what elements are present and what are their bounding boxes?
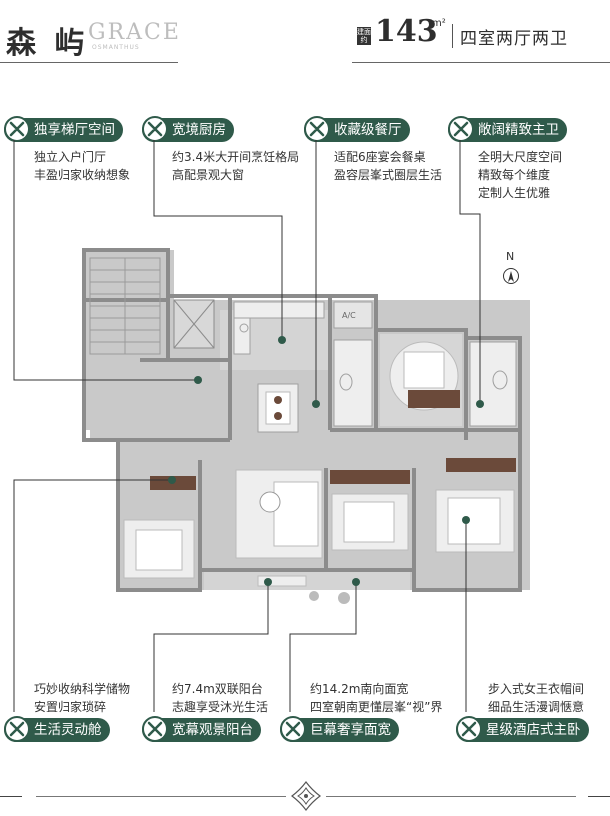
leaf-icon: [142, 116, 168, 142]
ac-unit: A/C: [333, 301, 373, 329]
bathroom-2: [333, 339, 373, 427]
header: 森 屿 GRACE OSMANTHUS 建面约 143 m² 四室两厅两卫: [0, 0, 610, 64]
feature-desc: 约7.4m双联阳台 志趣享受沐光生活: [172, 682, 269, 714]
feature-pill: 收藏级餐厅: [304, 116, 410, 142]
header-divider-left: [0, 62, 178, 63]
layout-type: 四室两厅两卫: [460, 29, 568, 49]
footer-divider: [326, 796, 576, 797]
feature-desc: 全明大尺度空间 精致每个维度 定制人生优雅: [478, 150, 563, 200]
svg-text:A/C: A/C: [342, 311, 356, 320]
bedroom-study: [380, 334, 462, 426]
leaf-icon: [448, 116, 474, 142]
leaf-icon: [142, 716, 168, 742]
area-separator: [452, 24, 453, 48]
staircase: [89, 257, 161, 355]
living-room-furniture: [235, 469, 323, 559]
feature-pill: 宽幕观景阳台: [142, 716, 261, 742]
elevator: [173, 299, 215, 349]
kitchen-counter: [233, 301, 325, 355]
footer-divider: [0, 796, 22, 797]
feature-desc: 独立入户门厅 丰盈归家收纳想象: [34, 150, 131, 182]
feature-pill: 敞阔精致主卫: [448, 116, 567, 142]
ornament-icon: [290, 780, 322, 816]
master-bedroom: [435, 458, 516, 553]
area-label: 建面约: [357, 27, 371, 45]
feature-pill: 生活灵动舱: [4, 716, 110, 742]
leaf-icon: [456, 716, 482, 742]
brand-logo: GRACE: [88, 20, 181, 45]
leader-lines: [13, 140, 484, 712]
feature-desc: 约3.4米大开间烹饪格局 高配景观大窗: [172, 150, 300, 182]
leaf-icon: [304, 116, 330, 142]
footer-divider: [588, 796, 610, 797]
feature-pill: 宽境厨房: [142, 116, 234, 142]
walls: [82, 248, 522, 592]
footer-divider: [36, 796, 286, 797]
dining-table: [257, 383, 299, 433]
bedroom-south-middle: [330, 470, 410, 551]
area-unit: m²: [432, 18, 446, 29]
feature-pill: 独享梯厅空间: [4, 116, 123, 142]
area-value: 143: [375, 14, 438, 49]
project-title: 森 屿: [6, 26, 89, 61]
feature-desc: 适配6座宴会餐桌 盈容层峯式圈层生活: [334, 150, 443, 182]
leaf-icon: [4, 716, 30, 742]
header-divider-right: [352, 62, 610, 63]
north-label: N: [506, 250, 515, 263]
feature-desc: 巧妙收纳科学储物 安置归家琐碎: [34, 682, 131, 714]
brand-subtitle: OSMANTHUS: [92, 44, 140, 51]
master-bathroom: [469, 341, 517, 427]
feature-pill: 星级酒店式主卧: [456, 716, 589, 742]
leaf-icon: [280, 716, 306, 742]
feature-desc: 约14.2m南向面宽 四室朝南更懂层峯“视”界: [310, 682, 443, 714]
feature-desc: 步入式女王衣帽间 细品生活漫调惬意: [488, 682, 585, 714]
compass-icon: [503, 268, 519, 284]
balcony: [204, 572, 410, 604]
leaf-icon: [4, 116, 30, 142]
feature-pill: 巨幕奢享面宽: [280, 716, 399, 742]
